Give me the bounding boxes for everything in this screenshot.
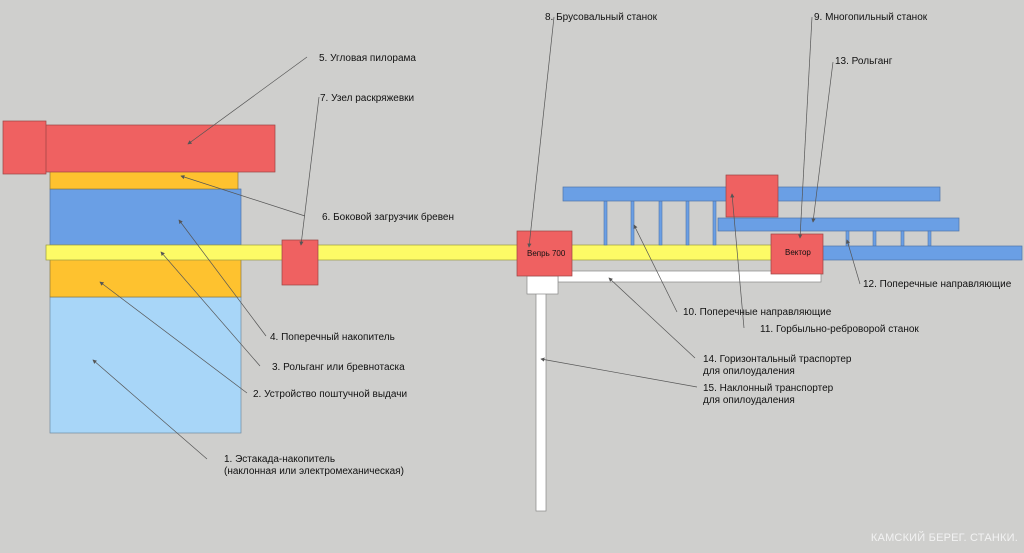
angle-sawmill-head <box>2 120 47 175</box>
roller-conveyor-13 <box>717 217 960 232</box>
label-10: 10. Поперечные направляющие <box>683 307 832 318</box>
label-1-line1: 1. Эстакада-накопитель <box>224 454 335 465</box>
edger <box>725 174 779 218</box>
label-11: 11. Горбыльно-реброворой станок <box>760 323 919 335</box>
cross-guides-upper <box>603 200 717 246</box>
main-roller-conveyor <box>45 244 823 261</box>
watermark: КАМСКИЙ БЕРЕГ. СТАНКИ. <box>871 531 1018 544</box>
log-deck <box>49 296 242 434</box>
label-1-line2: (наклонная или электромеханическая) <box>224 466 404 477</box>
label-2: 2. Устройство поштучной выдачи <box>253 389 407 400</box>
multi-saw-label: Вектор <box>785 248 811 257</box>
bucking-unit <box>281 239 319 286</box>
label-6: 6. Боковой загрузчик бревен <box>322 211 454 223</box>
label-7: 7. Узел раскряжевки <box>320 93 414 104</box>
label-14-line1: 14. Горизонтальный траспортер <box>703 354 852 365</box>
cross-guides-lower <box>845 230 932 247</box>
cant-sawmill-label: Вепрь 700 <box>527 249 566 258</box>
label-5: 5. Угловая пилорама <box>319 53 416 64</box>
label-4: 4. Поперечный накопитель <box>270 332 395 343</box>
cant-sawmill <box>516 230 573 277</box>
label-3: 3. Рольганг или бревнотаска <box>272 361 405 373</box>
label-15-line2: для опилоудаления <box>703 395 795 406</box>
multi-saw <box>770 233 824 275</box>
leader-lines <box>92 16 861 460</box>
inclined-sawdust-conveyor <box>535 292 547 512</box>
sawdust-conveyor-head <box>526 275 559 295</box>
label-8: 8. Брусовальный станок <box>545 12 658 23</box>
cross-accumulator <box>49 188 242 246</box>
label-15-line1: 15. Наклонный транспортер <box>703 383 834 394</box>
label-14-line2: для опилоудаления <box>703 366 795 377</box>
label-13: 13. Рольганг <box>835 56 893 67</box>
label-9: 9. Многопильный станок <box>814 12 928 23</box>
label-12: 12. Поперечные направляющие <box>863 279 1012 290</box>
single-feed-device <box>49 258 242 298</box>
angle-sawmill <box>7 124 276 173</box>
